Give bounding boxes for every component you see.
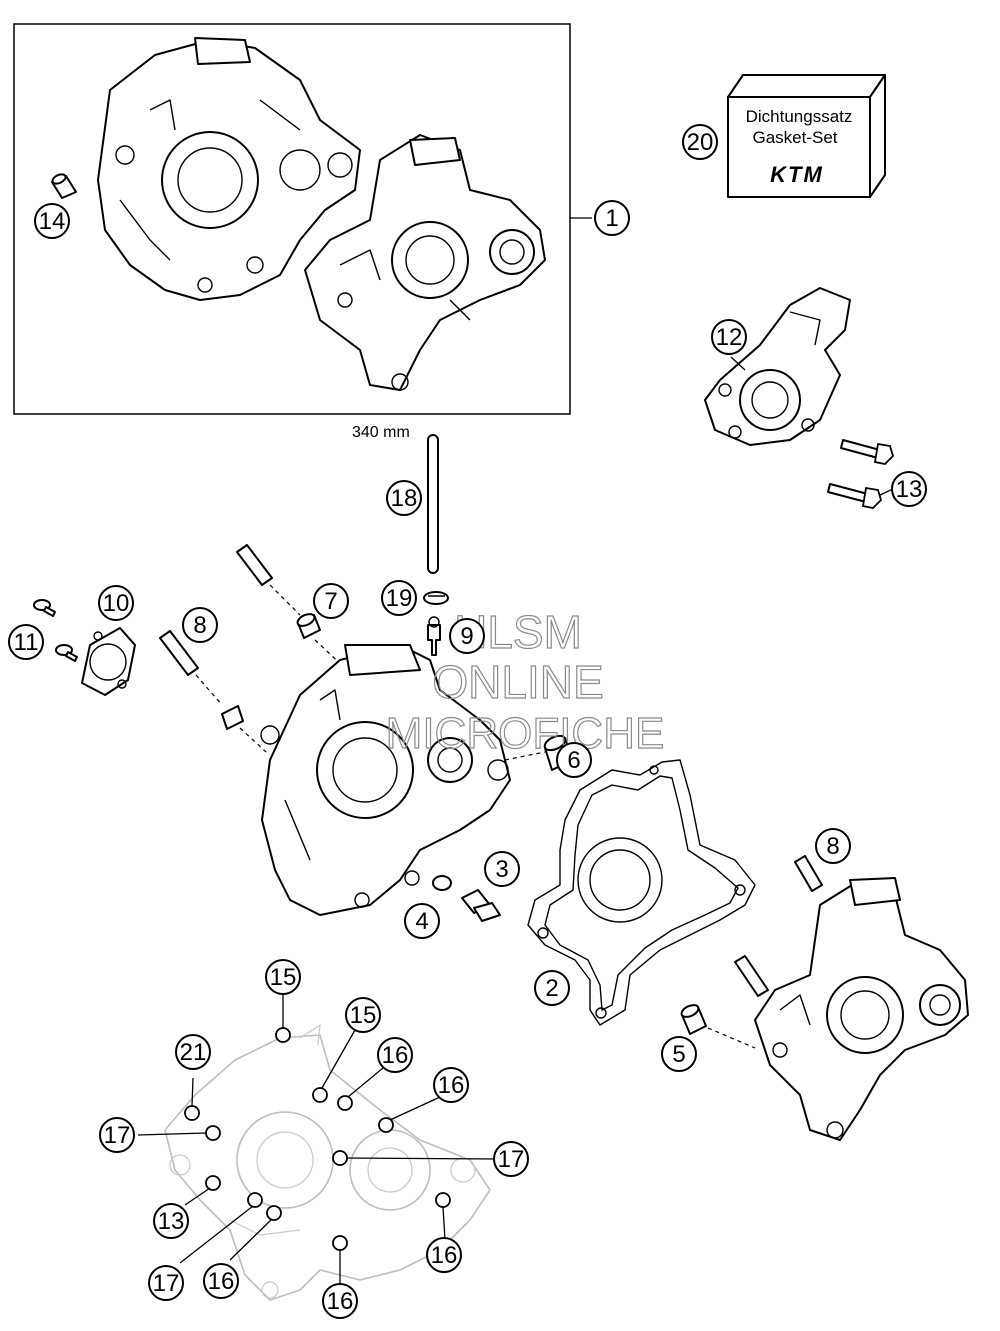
screw-11-upper (33, 599, 56, 617)
crankcase-gasket-2 (527, 759, 756, 1026)
svg-text:17: 17 (153, 1270, 180, 1297)
dowel-pin-8-long (159, 630, 199, 676)
callout-13-lower: 13 (153, 1203, 189, 1239)
svg-text:21: 21 (180, 1039, 207, 1066)
svg-text:17: 17 (498, 1146, 525, 1173)
callout-16-d: 16 (426, 1237, 462, 1273)
bolt-13-lower (827, 483, 883, 509)
dowel-pin-8-right (794, 855, 823, 892)
svg-text:16: 16 (208, 1268, 235, 1295)
callout-4: 4 (404, 903, 440, 939)
dowel-pin-right-long (734, 955, 769, 997)
svg-text:15: 15 (270, 964, 297, 991)
callout-16-b: 16 (433, 1067, 469, 1103)
callout-21: 21 (175, 1034, 211, 1070)
callout-20: 20 (682, 124, 718, 160)
callout-3: 3 (484, 851, 520, 887)
hose-clamp-19 (423, 591, 449, 605)
cover-plate-10 (81, 627, 136, 696)
sleeve-8 (221, 705, 244, 730)
callout-8-right: 8 (815, 828, 851, 864)
callout-7: 7 (313, 583, 349, 619)
callout-13-upper: 13 (891, 471, 927, 507)
seal-ring-4 (432, 875, 452, 891)
screw-11-lower (55, 644, 78, 662)
ghosted-engine-cover (164, 1023, 491, 1301)
crankcase-half-left-kit (97, 37, 361, 301)
callout-2: 2 (534, 970, 570, 1006)
svg-text:13: 13 (158, 1208, 185, 1235)
callout-8-left: 8 (182, 607, 218, 643)
watermark-line2: ONLINE (432, 656, 603, 708)
svg-text:2: 2 (545, 975, 558, 1002)
svg-text:12: 12 (716, 324, 743, 351)
gasket-box-line1: Dichtungssatz (746, 107, 853, 126)
svg-text:13: 13 (896, 476, 923, 503)
bolt-13-upper (840, 439, 895, 465)
svg-text:16: 16 (438, 1072, 465, 1099)
svg-text:19: 19 (386, 585, 413, 612)
svg-text:3: 3 (495, 856, 508, 883)
leader-lines (137, 356, 894, 1285)
svg-text:20: 20 (687, 129, 714, 156)
callout-19: 19 (381, 580, 417, 616)
nipple-9 (427, 616, 441, 656)
callout-12: 12 (711, 319, 747, 355)
svg-text:18: 18 (391, 485, 418, 512)
callout-17-left: 17 (99, 1117, 135, 1153)
callout-5: 5 (661, 1036, 697, 1072)
bearing-cover-12 (704, 287, 851, 446)
callout-15-second: 15 (345, 997, 381, 1033)
tube-length-label: 340 mm (352, 424, 410, 441)
crankcase-half-right-kit (304, 134, 546, 391)
callout-14: 14 (34, 203, 70, 239)
callout-10: 10 (98, 585, 134, 621)
svg-text:9: 9 (460, 623, 473, 650)
callout-15-top: 15 (265, 959, 301, 995)
callout-1: 1 (594, 200, 630, 236)
svg-text:16: 16 (431, 1242, 458, 1269)
svg-text:8: 8 (826, 833, 839, 860)
dowel-pin-14 (51, 173, 77, 199)
crankcase-kit-frame (13, 23, 571, 415)
svg-text:17: 17 (104, 1122, 131, 1149)
gasket-set-box: Dichtungssatz Gasket-Set KTM (727, 74, 886, 198)
svg-text:7: 7 (324, 588, 337, 615)
callout-18: 18 (386, 480, 422, 516)
svg-text:16: 16 (327, 1288, 354, 1315)
sleeve-7 (296, 613, 321, 639)
cover-nuts (184, 1027, 451, 1251)
callout-6: 6 (556, 742, 592, 778)
callout-9: 9 (449, 618, 485, 654)
drain-plug-3 (461, 889, 501, 922)
svg-text:1: 1 (605, 205, 618, 232)
crankcase-half-left-main (260, 644, 511, 916)
gasket-box-line2: Gasket-Set (752, 128, 837, 147)
callout-17-right: 17 (493, 1141, 529, 1177)
watermark-line3: MICROFICHE (386, 709, 665, 758)
crankcase-half-right-main (754, 877, 969, 1141)
dowel-pin-7-long (236, 544, 273, 586)
svg-text:15: 15 (350, 1002, 377, 1029)
callout-11: 11 (8, 624, 44, 660)
callout-16-c: 16 (203, 1263, 239, 1299)
callout-16-e: 16 (322, 1283, 358, 1319)
ktm-logo: KTM (770, 162, 824, 187)
svg-text:4: 4 (415, 908, 428, 935)
svg-text:11: 11 (14, 629, 39, 656)
sleeve-5 (680, 1004, 707, 1035)
callout-16-a: 16 (377, 1037, 413, 1073)
svg-text:10: 10 (103, 590, 130, 617)
svg-text:5: 5 (672, 1041, 685, 1068)
breather-tube-18 (427, 434, 439, 574)
svg-text:6: 6 (567, 747, 580, 774)
svg-text:16: 16 (382, 1042, 409, 1069)
callout-17-bottom: 17 (148, 1265, 184, 1301)
svg-text:14: 14 (39, 208, 66, 235)
svg-text:8: 8 (193, 612, 206, 639)
